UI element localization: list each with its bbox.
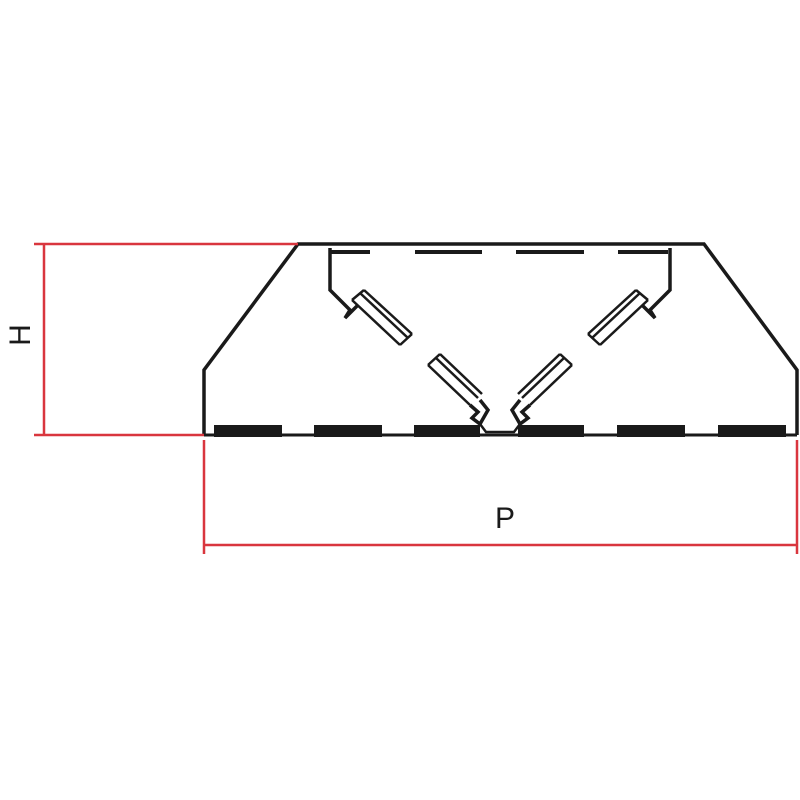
height-label: H — [4, 324, 37, 346]
right-center-clip — [509, 398, 532, 427]
width-dimension — [202, 440, 799, 554]
left-filter-lower — [427, 353, 483, 406]
left-center-clip — [468, 398, 491, 427]
bottom-rail-block — [518, 425, 584, 437]
height-dimension — [34, 242, 298, 437]
right-inner-bracket — [640, 248, 672, 320]
width-label: P — [495, 502, 515, 535]
bottom-rail-block — [414, 425, 480, 437]
center-drip-channel — [479, 423, 521, 434]
bottom-rail-block — [617, 425, 685, 437]
bottom-rail-block — [314, 425, 382, 437]
bottom-rail-block — [718, 425, 786, 437]
bottom-base-rail — [204, 425, 797, 437]
right-filter-lower — [517, 353, 573, 406]
hood-body — [202, 242, 799, 435]
inner-frame — [328, 248, 672, 320]
left-filter-upper — [351, 289, 413, 346]
left-inner-bracket — [328, 248, 360, 320]
hood-outline — [202, 242, 799, 435]
bottom-rail-block — [214, 425, 282, 437]
right-filter-upper — [587, 289, 649, 346]
